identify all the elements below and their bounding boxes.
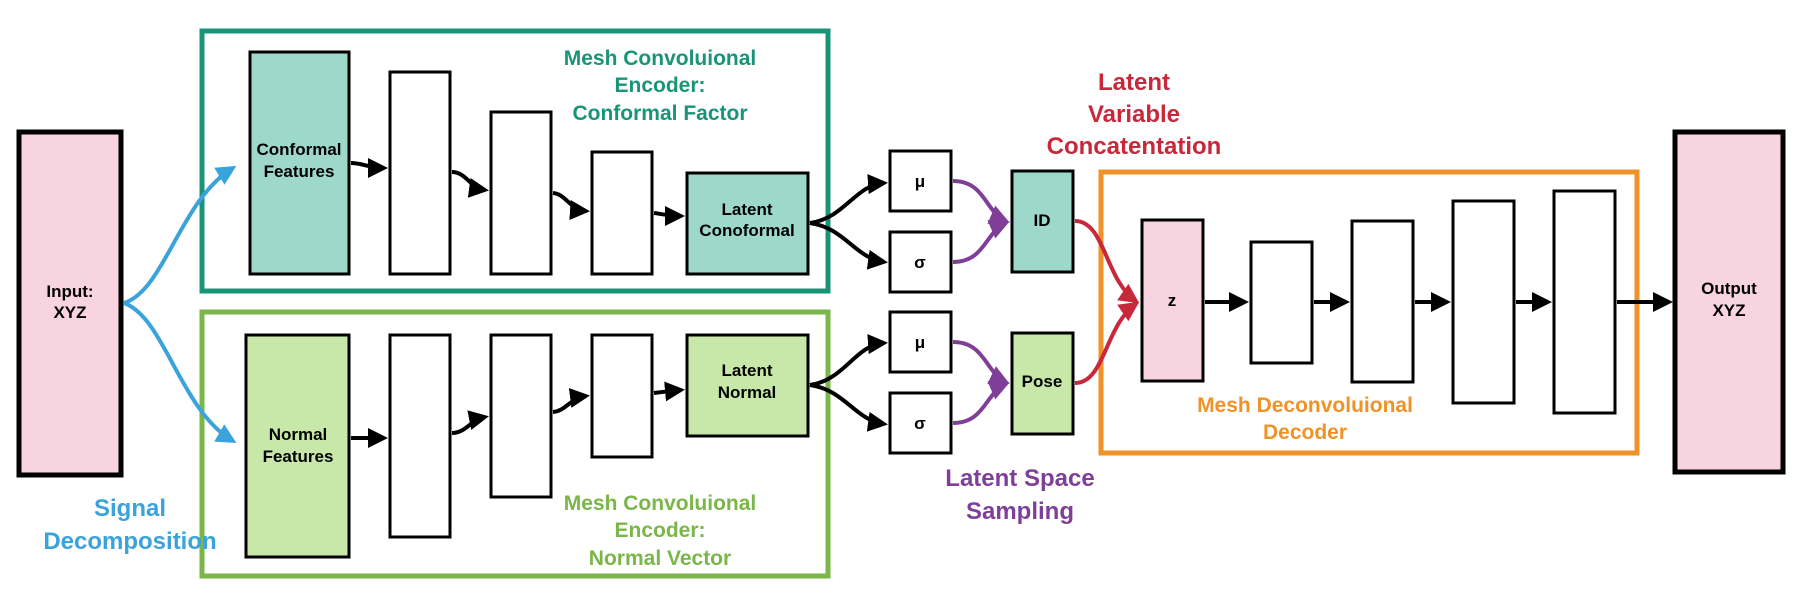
signal-arrow-bottom: [123, 301, 237, 444]
normal-arrow-3: [552, 388, 590, 414]
sampling-arrow-sigma-bottom: [952, 381, 1010, 425]
output-block: [1672, 129, 1786, 475]
sigma-label-bottom: σ: [914, 414, 926, 433]
latent-normal-block: [685, 333, 810, 438]
output-label-line2: XYZ: [1712, 301, 1745, 320]
input-label-line2: XYZ: [53, 303, 86, 322]
normal-features-line2: Features: [263, 447, 334, 466]
concat-arrow-id: [1074, 219, 1140, 304]
conformal-encoder-title-line3: Conformal Factor: [572, 102, 747, 125]
conformal-arrow-2: [451, 170, 489, 198]
latent-conformal-line1: Latent: [722, 200, 773, 219]
split-arrow-sigma-bottom: [809, 383, 888, 432]
conformal-arrow-4: [653, 205, 685, 226]
latent-normal-line1: Latent: [722, 361, 773, 380]
pose-label: Pose: [1022, 372, 1063, 391]
split-arrow-mu-top: [809, 174, 888, 225]
concat-label-line1: Latent: [1098, 69, 1170, 96]
id-label: ID: [1034, 211, 1051, 230]
decoder-layer-1: [1249, 240, 1314, 365]
conformal-encoder-title-line1: Mesh Convoluional: [564, 47, 757, 70]
mu-label-top: μ: [915, 172, 925, 191]
conformal-conv-layer-1: [388, 70, 452, 276]
sigma-block-top: [888, 230, 953, 294]
sampling-label-line2: Sampling: [966, 498, 1074, 525]
conformal-arrow-1: [350, 157, 388, 178]
conformal-encoder-frame: [199, 28, 831, 294]
sampling-label-line1: Latent Space: [945, 465, 1094, 492]
decoder-frame: [1098, 169, 1640, 456]
normal-arrow-2: [451, 410, 489, 435]
conformal-conv-layer-2: [489, 110, 553, 276]
split-arrow-mu-bottom: [809, 334, 888, 387]
conformal-features-block: [248, 50, 351, 276]
decoder-layer-4: [1552, 189, 1617, 415]
sampling-arrow-sigma-top: [952, 220, 1010, 264]
sigma-label-top: σ: [914, 253, 926, 272]
mu-block-top: [888, 149, 953, 213]
split-arrow-sigma-top: [809, 221, 888, 270]
input-label-line1: Input:: [46, 282, 93, 301]
normal-conv-layer-3: [590, 333, 654, 459]
conformal-features-line1: Conformal: [257, 140, 342, 159]
conformal-arrow-3: [552, 191, 590, 220]
sampling-arrow-mu-top: [952, 179, 1010, 224]
z-block: [1140, 218, 1205, 383]
normal-encoder-frame: [199, 309, 831, 579]
normal-arrow-4: [653, 381, 685, 402]
normal-features-block: [244, 333, 351, 559]
normal-conv-layer-2: [489, 333, 553, 499]
normal-encoder-title-line1: Mesh Convoluional: [564, 492, 757, 515]
normal-conv-layer-1: [388, 333, 452, 539]
signal-label-line1: Signal: [94, 495, 166, 522]
conformal-encoder-title-line2: Encoder:: [614, 74, 705, 97]
latent-conformal-line2: Conoformal: [699, 221, 794, 240]
signal-arrow-top: [123, 165, 237, 305]
mu-block-bottom: [888, 310, 953, 374]
latent-normal-line2: Normal: [718, 383, 777, 402]
normal-encoder-title-line2: Encoder:: [614, 519, 705, 542]
conformal-features-line2: Features: [264, 162, 335, 181]
decoder-label-line1: Mesh Deconvoluional: [1197, 394, 1413, 417]
output-label-line1: Output: [1701, 279, 1757, 298]
sampling-arrow-mu-bottom: [952, 340, 1010, 385]
concat-arrow-pose: [1074, 301, 1140, 385]
concat-label-line2: Variable: [1088, 101, 1180, 128]
pose-block: [1010, 331, 1075, 436]
concat-label-line3: Concatentation: [1047, 133, 1222, 160]
mu-label-bottom: μ: [915, 333, 925, 352]
decoder-layer-3: [1451, 199, 1516, 405]
input-block: [16, 129, 124, 478]
id-block: [1010, 169, 1075, 274]
conformal-conv-layer-3: [590, 150, 654, 276]
sigma-block-bottom: [888, 391, 953, 455]
normal-encoder-title-line3: Normal Vector: [589, 547, 731, 570]
normal-features-line1: Normal: [269, 425, 328, 444]
z-label: z: [1168, 291, 1177, 310]
decoder-label-line2: Decoder: [1263, 421, 1347, 444]
decoder-layer-2: [1350, 219, 1415, 384]
latent-conformal-block: [685, 171, 810, 276]
signal-label-line2: Decomposition: [43, 528, 216, 555]
